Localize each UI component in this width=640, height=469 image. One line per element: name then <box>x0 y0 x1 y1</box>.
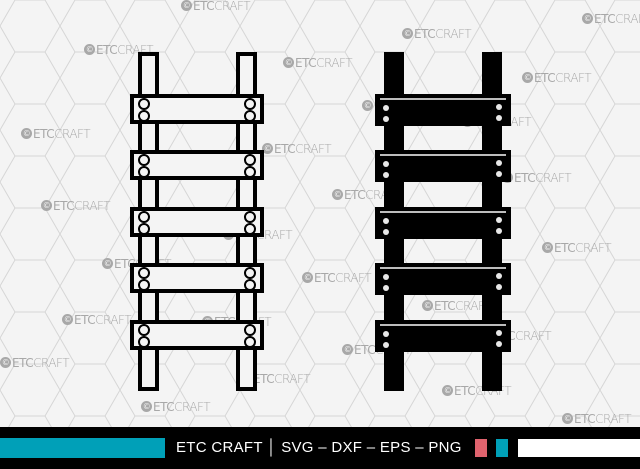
bolt-hole-icon <box>383 116 389 122</box>
rung-highlight-line <box>380 267 506 269</box>
teal-accent-square <box>496 439 508 457</box>
copyright-icon: © <box>332 189 343 200</box>
etc-craft-watermark: ©ETCCRAFT <box>562 412 632 426</box>
copyright-icon: © <box>542 242 553 253</box>
etc-craft-watermark: ©ETCCRAFT <box>582 12 640 26</box>
copyright-icon: © <box>442 385 453 396</box>
copyright-icon: © <box>102 258 113 269</box>
etc-craft-watermark: ©ETCCRAFT <box>21 127 91 141</box>
copyright-icon: © <box>422 300 433 311</box>
bolt-hole-icon <box>383 285 389 291</box>
etc-craft-watermark: ©ETCCRAFT <box>62 313 132 327</box>
bolt-hole-icon <box>244 154 256 166</box>
copyright-icon: © <box>21 128 32 139</box>
bolt-hole-icon <box>138 98 150 110</box>
ladder-rung <box>130 94 264 124</box>
bolt-hole-icon <box>496 228 502 234</box>
footer-banner: ETC CRAFT │ SVG – DXF – EPS – PNG <box>0 427 640 469</box>
bolt-hole-icon <box>496 104 502 110</box>
etc-craft-watermark: ©ETCCRAFT <box>302 271 372 285</box>
etc-craft-watermark: ©ETCCRAFT <box>502 172 572 184</box>
pink-accent-square <box>475 439 487 457</box>
bolt-hole-icon <box>383 218 389 224</box>
etc-craft-watermark: ©ETCCRAFT <box>141 400 211 414</box>
etc-craft-watermark: ©ETCCRAFT <box>0 356 70 370</box>
copyright-icon: © <box>41 200 52 211</box>
bolt-hole-icon <box>244 324 256 336</box>
bolt-hole-icon <box>383 274 389 280</box>
bolt-hole-icon <box>383 105 389 111</box>
bolt-hole-icon <box>244 110 256 122</box>
bolt-hole-icon <box>383 342 389 348</box>
copyright-icon: © <box>181 0 192 11</box>
rung-highlight-line <box>380 98 506 100</box>
copyright-icon: © <box>84 44 95 55</box>
bolt-hole-icon <box>138 279 150 291</box>
bolt-hole-icon <box>244 279 256 291</box>
bolt-hole-icon <box>244 223 256 235</box>
bolt-hole-icon <box>244 267 256 279</box>
bolt-hole-icon <box>496 160 502 166</box>
bolt-hole-icon <box>496 284 502 290</box>
hexagon-pattern-background: ©ETCCRAFT ©ETCCRAFT ©ETCCRAFT ©ETCCRAFT ©ETC… <box>0 0 640 427</box>
bolt-hole-icon <box>496 115 502 121</box>
copyright-icon: © <box>262 143 273 154</box>
bolt-hole-icon <box>244 336 256 348</box>
ladder-rung <box>130 150 264 180</box>
bolt-hole-icon <box>383 161 389 167</box>
copyright-icon: © <box>141 401 152 412</box>
bolt-hole-icon <box>138 154 150 166</box>
rung-highlight-line <box>380 211 506 213</box>
bolt-hole-icon <box>244 211 256 223</box>
copyright-icon: © <box>342 344 353 355</box>
copyright-icon: © <box>582 13 593 24</box>
copyright-icon: © <box>522 72 533 83</box>
etc-craft-watermark: ©ETCCRAFT <box>402 27 472 41</box>
teal-accent-bar <box>0 438 165 458</box>
etc-craft-watermark: ©ETCCRAFT <box>522 71 592 85</box>
rung-highlight-line <box>380 154 506 156</box>
ladder-rung <box>130 207 264 237</box>
bolt-hole-icon <box>138 324 150 336</box>
copyright-icon: © <box>362 100 373 111</box>
copyright-icon: © <box>302 272 313 283</box>
bolt-hole-icon <box>138 223 150 235</box>
ladder-rung <box>130 263 264 293</box>
bolt-hole-icon <box>244 166 256 178</box>
bolt-hole-icon <box>496 217 502 223</box>
etc-craft-watermark: ©ETCCRAFT <box>41 199 111 213</box>
bolt-hole-icon <box>496 330 502 336</box>
white-accent-bar <box>518 439 640 457</box>
bolt-hole-icon <box>496 341 502 347</box>
bolt-hole-icon <box>138 267 150 279</box>
bolt-hole-icon <box>138 166 150 178</box>
hexagon-grid <box>0 0 640 427</box>
etc-craft-watermark: ©ETCCRAFT <box>422 299 492 313</box>
bolt-hole-icon <box>496 273 502 279</box>
bolt-hole-icon <box>383 172 389 178</box>
copyright-icon: © <box>283 57 294 68</box>
bolt-hole-icon <box>138 110 150 122</box>
bolt-hole-icon <box>383 229 389 235</box>
bolt-hole-icon <box>383 331 389 337</box>
copyright-icon: © <box>402 28 413 39</box>
etc-craft-watermark: ©ETCCRAFT <box>542 241 612 255</box>
rung-highlight-line <box>380 324 506 326</box>
footer-format-text: ETC CRAFT │ SVG – DXF – EPS – PNG <box>176 439 462 456</box>
bolt-hole-icon <box>244 98 256 110</box>
etc-craft-watermark: ©ETCCRAFT <box>262 142 332 156</box>
copyright-icon: © <box>62 314 73 325</box>
copyright-icon: © <box>0 357 11 368</box>
etc-craft-watermark: ©ETCCRAFT <box>283 56 353 70</box>
copyright-icon: © <box>562 413 573 424</box>
bolt-hole-icon <box>496 171 502 177</box>
bolt-hole-icon <box>138 211 150 223</box>
etc-craft-watermark: ©ETCCRAFT <box>181 0 251 13</box>
bolt-hole-icon <box>138 336 150 348</box>
ladder-rung <box>130 320 264 350</box>
